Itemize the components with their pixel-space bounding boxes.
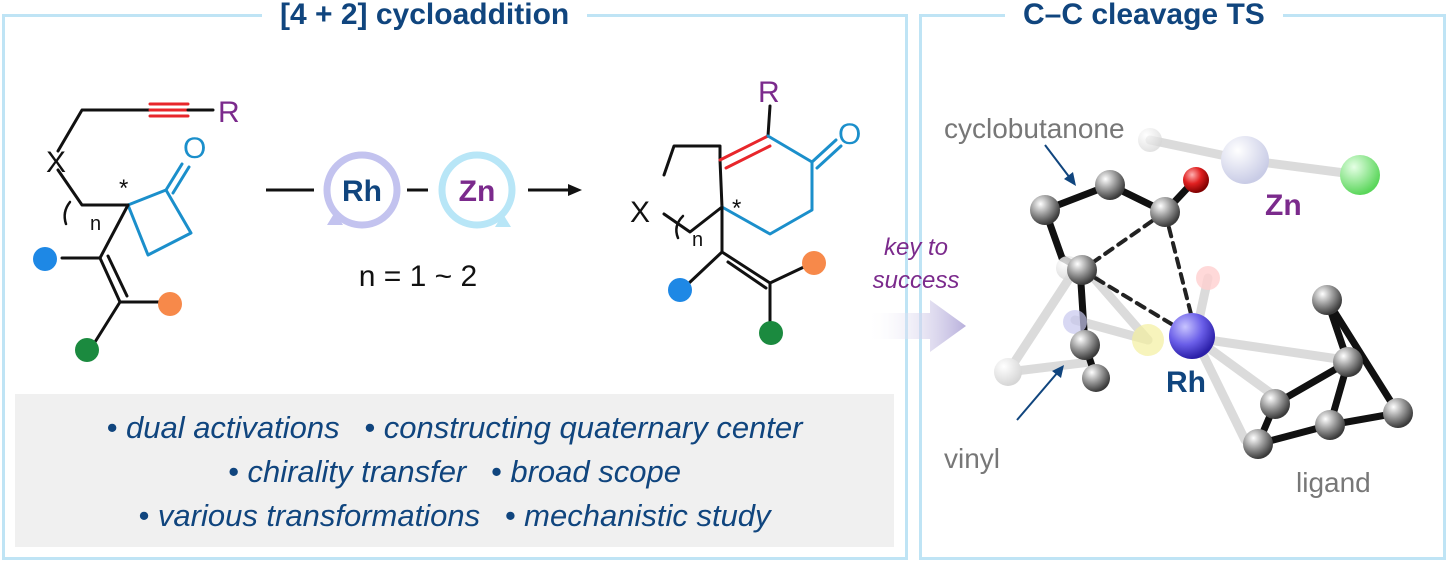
reactant-blue-substituent (33, 247, 57, 271)
highlight-mechanistic-study: mechanistic study (505, 498, 771, 533)
product-green-substituent (759, 321, 783, 345)
reactant-carbonyl-o: O (183, 132, 206, 165)
reactant-subscript-n: n (90, 213, 101, 235)
key-arrow (866, 300, 966, 352)
key-label-line1: key to (884, 234, 948, 261)
cycloaddition-title: [4 + 2] cycloaddition (262, 0, 588, 30)
highlight-chirality-transfer: chirality transfer (228, 454, 466, 489)
ts-title: C–C cleavage TS (1005, 0, 1283, 30)
ts-ball-and-stick-model (994, 128, 1413, 459)
highlight-dual-activations: dual activations (107, 410, 340, 445)
reactant-structure (56, 102, 215, 344)
reactant-green-substituent (75, 338, 99, 362)
reactant-stereo-mark: * (119, 175, 128, 202)
condition-label: n = 1 ~ 2 (359, 260, 477, 293)
highlights-line-1: dual activations constructing quaternary… (15, 410, 894, 446)
ts-zn-label: Zn (1265, 189, 1302, 222)
highlights-line-3: various transformations mechanistic stud… (15, 498, 894, 534)
ts-rh-label: Rh (1166, 366, 1206, 399)
product-carbonyl-o: O (838, 118, 861, 151)
highlight-broad-scope: broad scope (491, 454, 681, 489)
reaction-arrow (528, 184, 582, 196)
rh-catalyst-cycle (323, 151, 401, 229)
reactant-orange-substituent (158, 292, 182, 316)
reactant-r-group: R (218, 96, 240, 129)
highlight-quaternary-center: constructing quaternary center (364, 410, 802, 445)
highlight-various-transformations: various transformations (138, 498, 480, 533)
zn-catalyst-label: Zn (459, 175, 496, 208)
product-subscript-n: n (692, 229, 703, 251)
rh-catalyst-label: Rh (342, 175, 382, 208)
zn-catalyst-cycle (438, 151, 516, 229)
cyclobutanone-pointer (1044, 144, 1076, 186)
vinyl-pointer (1016, 365, 1064, 421)
highlights-line-2: chirality transfer broad scope (15, 454, 894, 490)
product-blue-substituent (668, 278, 692, 302)
cyclobutanone-label: cyclobutanone (944, 113, 1125, 144)
vinyl-label: vinyl (944, 443, 1000, 474)
product-orange-substituent (802, 251, 826, 275)
key-label-line2: success (873, 267, 960, 294)
ligand-label: ligand (1296, 467, 1371, 498)
product-atom-x: X (630, 196, 650, 229)
product-stereo-mark: * (732, 195, 741, 222)
reactant-atom-x: X (46, 146, 66, 179)
product-r-group: R (758, 76, 780, 109)
product-structure (662, 104, 843, 324)
highlights-box: dual activations constructing quaternary… (15, 394, 894, 547)
